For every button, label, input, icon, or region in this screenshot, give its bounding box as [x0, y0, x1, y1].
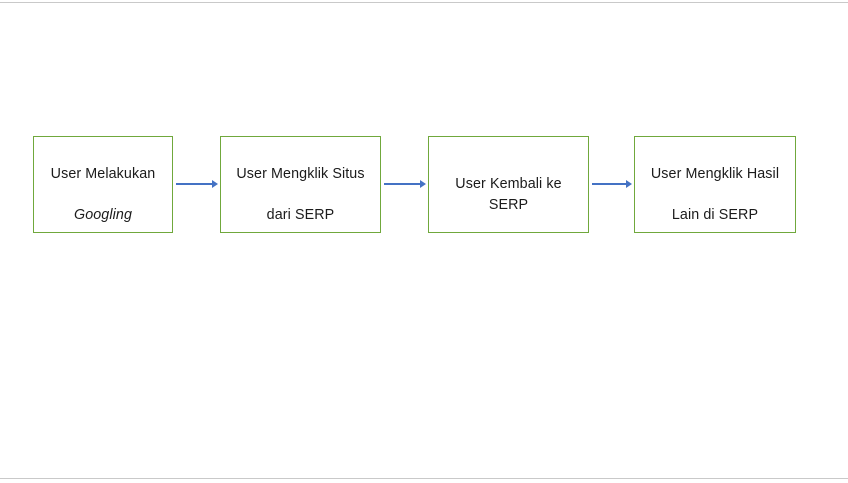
flow-step-4[interactable]: User Mengklik Hasil Lain di SERP	[634, 136, 796, 233]
flow-step-1[interactable]: User Melakukan Googling	[33, 136, 173, 233]
flow-arrow-2-shaft	[384, 183, 420, 185]
arrow-head-icon	[626, 180, 632, 188]
flow-arrow-3-shaft	[592, 183, 626, 185]
flow-arrow-1-shaft	[176, 183, 212, 185]
page-top-rule	[0, 2, 848, 3]
flow-step-3-line1: User Kembali ke SERP	[455, 176, 562, 213]
arrow-head-icon	[212, 180, 218, 188]
flow-step-2-line2: dari SERP	[266, 207, 335, 224]
page-bottom-rule	[0, 478, 848, 479]
flow-step-3[interactable]: User Kembali ke SERP	[428, 136, 589, 233]
flow-step-2-line1: User Mengklik Situs	[236, 165, 365, 182]
arrow-head-icon	[420, 180, 426, 188]
flow-step-3-label: User Kembali ke SERP	[429, 153, 588, 215]
flow-step-4-line2: Lain di SERP	[671, 207, 759, 224]
flow-step-1-line2: Googling	[73, 207, 132, 224]
flow-step-1-line1: User Melakukan	[50, 165, 156, 182]
flow-step-2-label: User Mengklik Situs dari SERP	[229, 143, 371, 226]
flow-arrow-2	[384, 179, 426, 189]
flow-step-4-line1: User Mengklik Hasil	[650, 165, 780, 182]
flow-arrow-3	[592, 179, 632, 189]
flow-step-4-label: User Mengklik Hasil Lain di SERP	[644, 143, 786, 226]
flow-step-2[interactable]: User Mengklik Situs dari SERP	[220, 136, 381, 233]
flow-step-1-label: User Melakukan Googling	[44, 143, 163, 226]
flow-arrow-1	[176, 179, 218, 189]
